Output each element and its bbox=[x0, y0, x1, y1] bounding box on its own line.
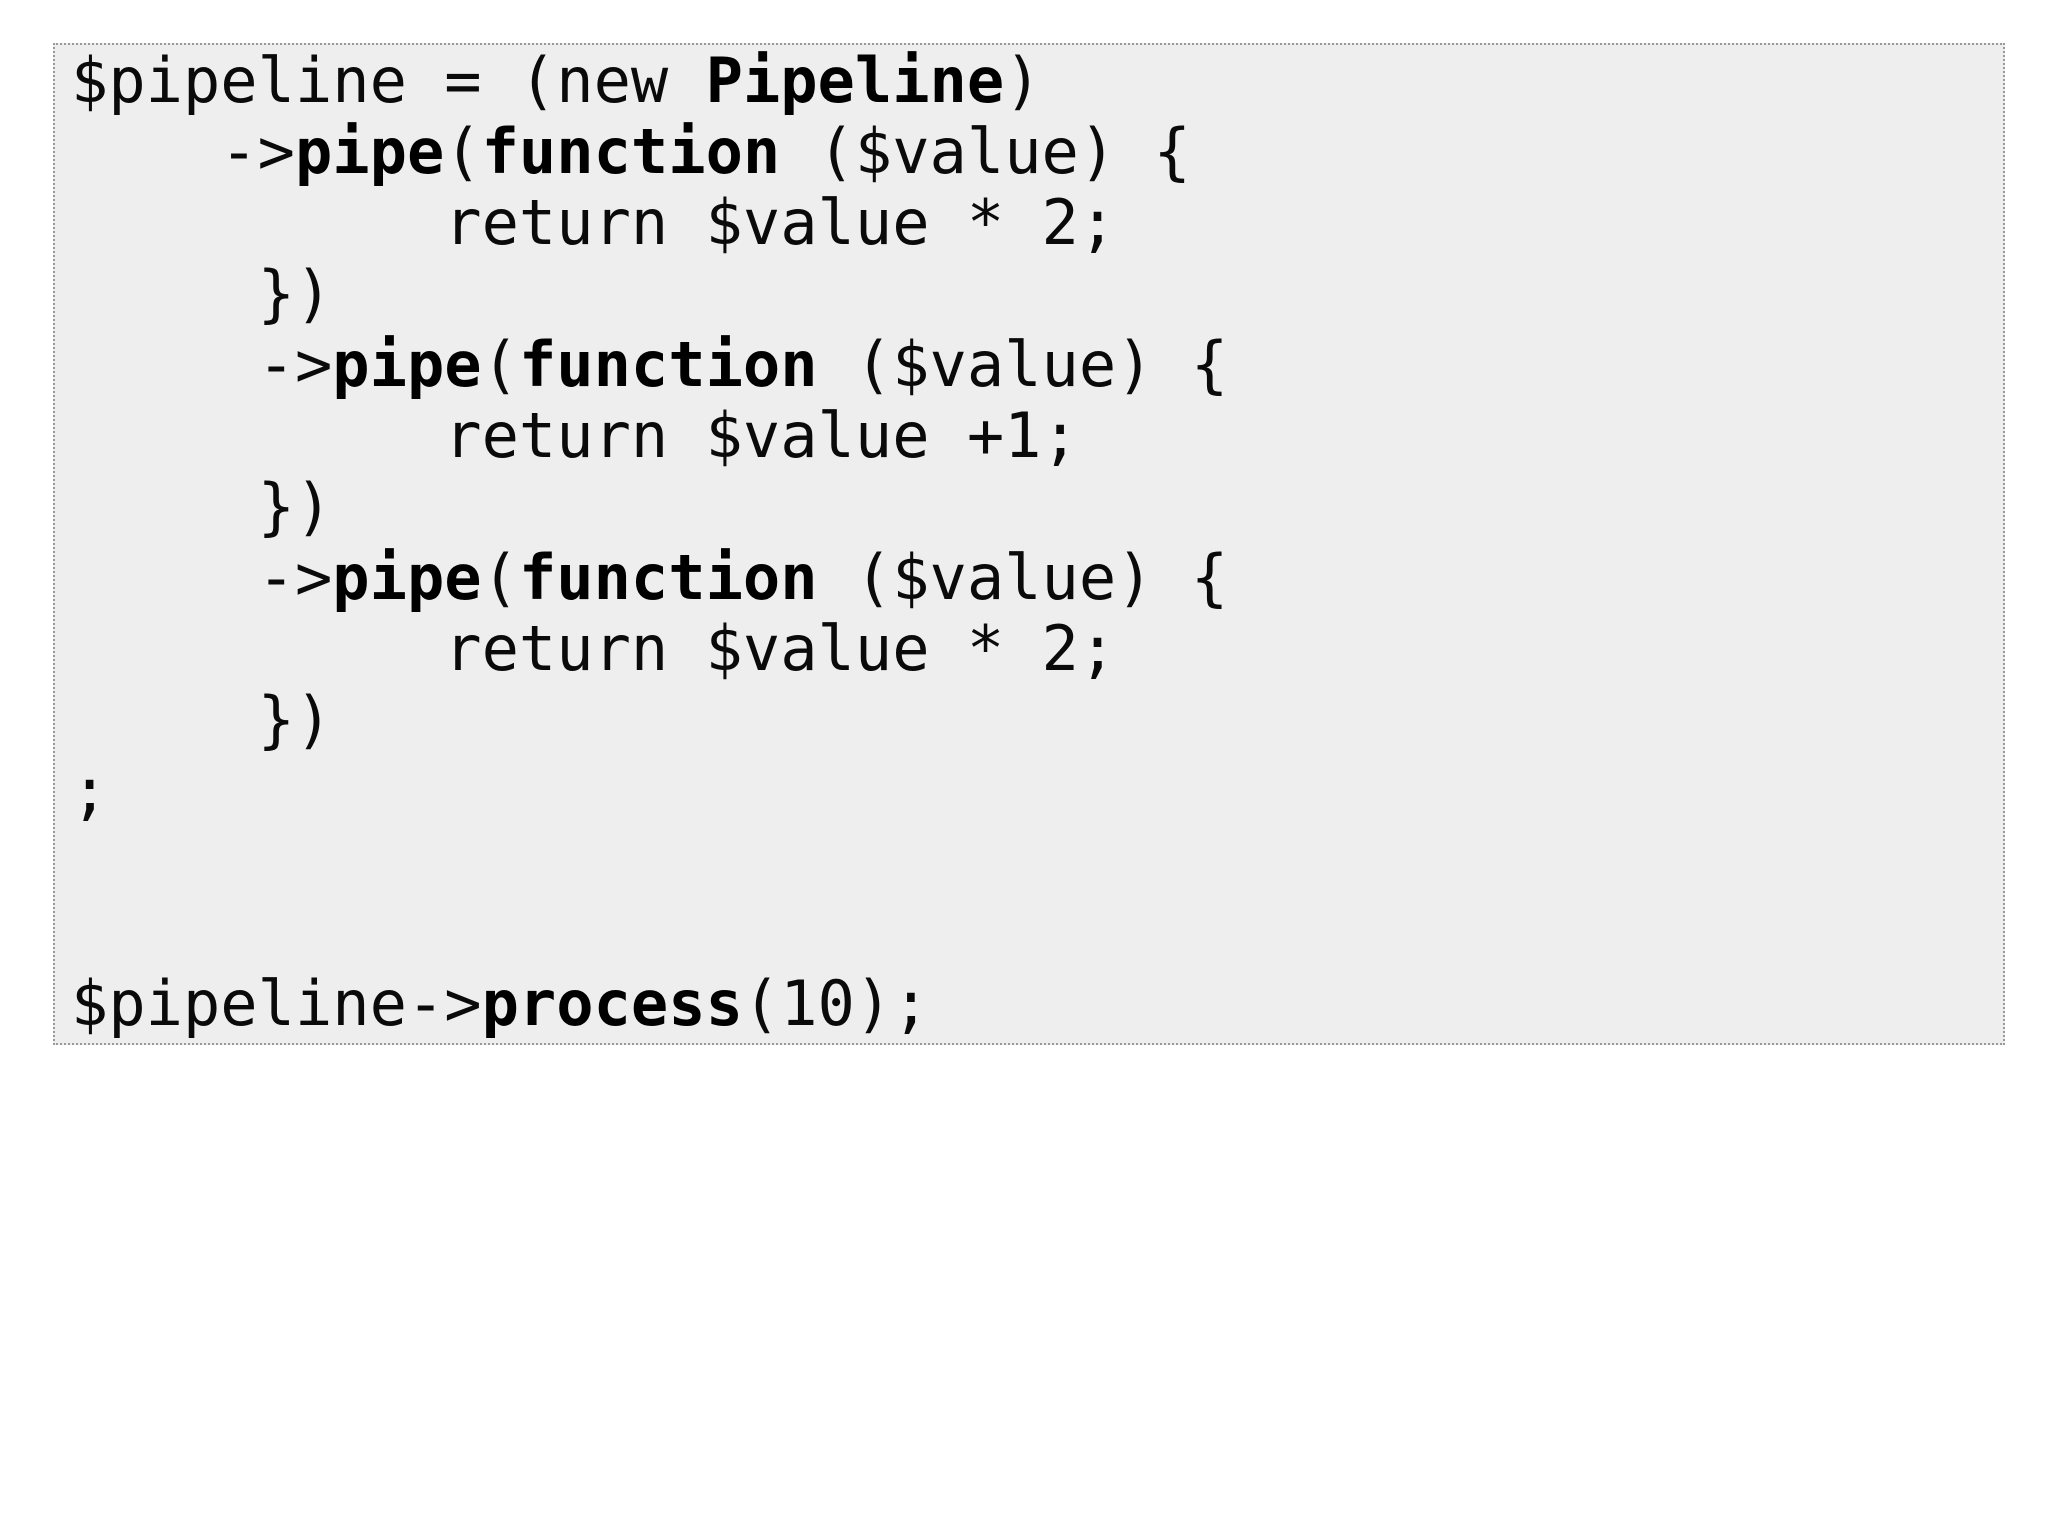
code-block: $pipeline = (new Pipeline) ->pipe(functi… bbox=[53, 43, 2005, 1045]
php-code-content: $pipeline = (new Pipeline) ->pipe(functi… bbox=[71, 44, 1229, 1040]
php-code: $pipeline = (new Pipeline) ->pipe(functi… bbox=[55, 45, 2003, 1043]
